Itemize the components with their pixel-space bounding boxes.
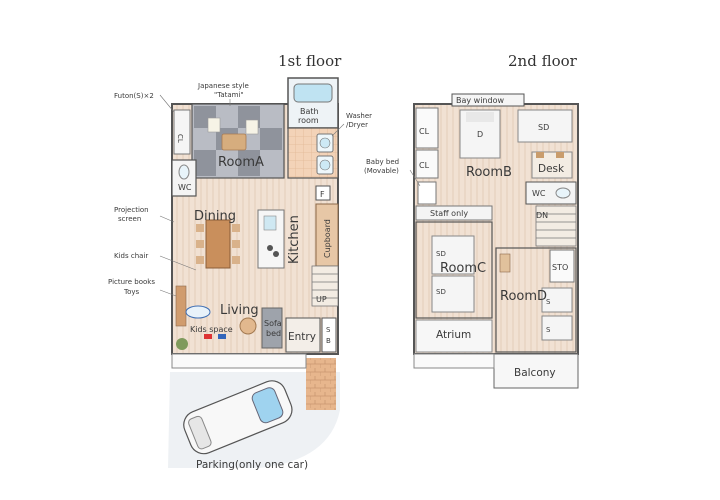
sto-label: STO: [552, 263, 568, 272]
wc-label: WC: [178, 183, 192, 192]
projection-label-2: screen: [118, 215, 141, 223]
kids-space-label: Kids space: [190, 325, 233, 334]
kids-chair-label: Kids chair: [114, 252, 148, 260]
staff-only-label: Staff only: [430, 209, 468, 218]
kitchen-label: Kitchen: [287, 215, 302, 264]
sofa-label-1: Sofa: [264, 319, 282, 328]
bathroom-label-1: Bath: [300, 107, 319, 116]
bed-sd: [517, 109, 573, 143]
projection-label-1: Projection: [114, 206, 149, 214]
second-floor-title: 2nd floor: [508, 52, 578, 70]
sb-label-1: S: [326, 326, 331, 334]
baby-bed-label-1: Baby bed: [366, 158, 399, 166]
cupboard-label: Cupboard: [323, 219, 332, 258]
up-label: UP: [316, 295, 327, 304]
atrium-label: Atrium: [436, 329, 471, 341]
car-icon: [183, 380, 293, 455]
room-a-label: RoomA: [218, 155, 264, 170]
bay-window: [451, 93, 525, 107]
balcony: [493, 353, 579, 389]
first-floor-title: 1st floor: [278, 52, 342, 70]
bathroom-label-2: room: [298, 116, 319, 125]
baby-bed-label-2: (Movable): [364, 167, 399, 175]
sd-c2-label: SD: [436, 288, 446, 296]
s2-label: S: [546, 326, 551, 334]
dining-label: Dining: [194, 209, 236, 224]
room-d-label: RoomD: [500, 289, 547, 304]
second-floor: Bay window CL CL Baby bed (Movable) D SD…: [364, 93, 579, 389]
tatami-label-2: "Tatami": [214, 91, 244, 99]
sb-label-2: B: [326, 337, 331, 345]
sofa-label-2: bed: [266, 329, 281, 338]
dining-table: [205, 219, 231, 269]
dn-label: DN: [536, 211, 548, 220]
bathtub: [293, 83, 333, 103]
baby-bed: [417, 181, 437, 205]
first-floor: Japanese style "Tatami" Futon(S)×2 CL Ro…: [108, 77, 372, 471]
sd-c1-label: SD: [436, 250, 446, 258]
bay-window-label: Bay window: [456, 96, 504, 105]
washer-label-2: /Dryer: [346, 121, 368, 129]
wc2-label: WC: [532, 189, 546, 198]
fridge-label: F: [320, 190, 325, 199]
cl-label: CL: [176, 134, 184, 143]
futon-label: Futon(S)×2: [114, 92, 154, 100]
washer-label-1: Washer: [346, 112, 372, 120]
bed-sd-label: SD: [538, 123, 549, 132]
cl1-label: CL: [419, 127, 430, 136]
entry-path: [306, 358, 336, 410]
cl2-label: CL: [419, 161, 430, 170]
room-b-label: RoomB: [466, 165, 512, 180]
tatami-label-1: Japanese style: [197, 82, 249, 90]
picture-books-label-1: Picture books: [108, 278, 155, 286]
picture-books-label-2: Toys: [123, 288, 140, 296]
s1-label: S: [546, 298, 551, 306]
sofa-bed: [261, 307, 283, 349]
desk-label: Desk: [538, 163, 565, 175]
balcony-label: Balcony: [514, 367, 556, 379]
bed-d-label: D: [477, 130, 483, 139]
parking-label: Parking(only one car): [196, 459, 308, 471]
living-label: Living: [220, 303, 259, 318]
entry-label: Entry: [288, 331, 316, 343]
room-c-label: RoomC: [440, 261, 486, 276]
atrium: [415, 319, 493, 353]
